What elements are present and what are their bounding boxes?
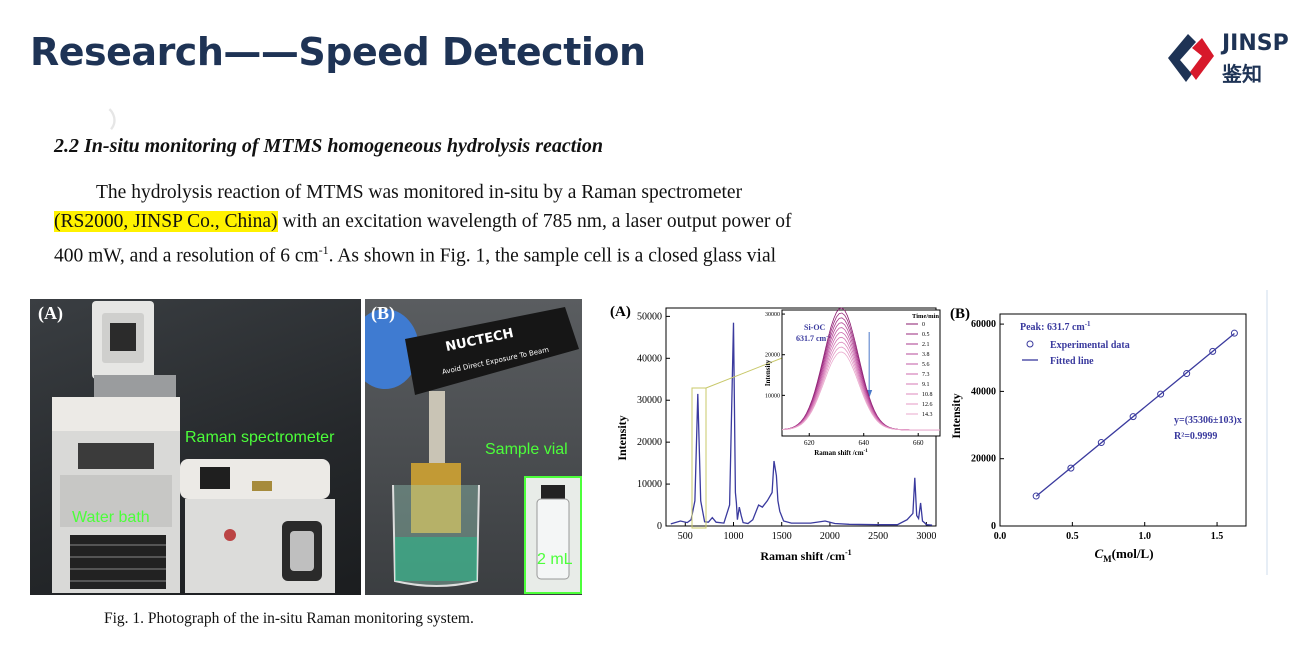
figure-caption: Fig. 1. Photograph of the in-situ Raman … (104, 610, 474, 627)
chart-a-ytick-label: 10000 (637, 479, 662, 490)
section-heading: 2.2 In-situ monitoring of MTMS homogeneo… (54, 135, 603, 157)
para-line-3a: 400 mW, and a resolution of 6 cm (54, 245, 319, 267)
chart-a-xtick-label: 1500 (772, 531, 792, 542)
inset-spectrum-curve (781, 351, 940, 431)
chart-b-ytick-label: 0 (991, 521, 996, 532)
chart-b-data-point (1097, 439, 1105, 447)
legend-experimental: Experimental data (1050, 340, 1130, 351)
chart-b-xtick-label: 1.0 (1138, 531, 1151, 542)
slide-title: Research——Speed Detection (30, 30, 646, 74)
panel-divider (1266, 290, 1268, 575)
chart-b-data-point (1209, 347, 1217, 355)
chart-b-axes: 0.0 0.5 1.0 1.5 0 20000 40000 60000 (971, 313, 1247, 542)
chart-b-data-point (1067, 464, 1075, 472)
inset-legend-item: 5.6 (922, 362, 930, 368)
body-paragraph: The hydrolysis reaction of MTMS was moni… (54, 178, 854, 271)
inset-legend-item: 3.8 (922, 352, 930, 358)
label-sample-vial: Sample vial (485, 441, 568, 458)
chart-a-xtick-label: 3000 (916, 531, 936, 542)
para-line-2: with an excitation wavelength of 785 nm,… (277, 211, 792, 232)
logo-text-cn: 鉴知 (1222, 62, 1262, 86)
photo-a-water-bath: (A) Raman spectrometer Water bath (30, 299, 361, 595)
inset-legend-item: 7.3 (922, 372, 930, 378)
legend-marker-experimental (1026, 340, 1034, 348)
inset-legend-item: 10.8 (922, 392, 933, 398)
chart-b-peak-label: Peak: 631.7 cm-1 (1020, 320, 1091, 333)
chart-a-ytick-label: 30000 (637, 395, 662, 406)
para-sup: -1 (318, 243, 329, 257)
label-water-bath: Water bath (72, 509, 150, 526)
inset-ytick-label: 30000 (765, 312, 780, 318)
chart-b-r2: R²=0.9999 (1174, 431, 1217, 442)
legend-fitted: Fitted line (1050, 356, 1094, 367)
chart-a-xtick-label: 1000 (724, 531, 744, 542)
inset-si-oc-label: Si-OC (804, 323, 826, 332)
photo-b-probe: (B) NUCTECH Avoid Direct Exposure To Bea… (365, 299, 582, 595)
chart-a-spectrum-line (670, 322, 933, 526)
photo-b-illustration (365, 307, 582, 594)
inset-legend-item: 9.1 (922, 382, 930, 388)
chart-b-frame (999, 313, 1247, 527)
logo-text-en: JINSP (1222, 31, 1289, 56)
jinsp-logo-icon (1168, 34, 1214, 82)
inset-legend-item: 14.3 (922, 412, 933, 418)
inset-legend-title: Time/min (912, 313, 939, 320)
chart-b-xtick-label: 0.0 (994, 531, 1007, 542)
chart-b-data-point (1183, 370, 1191, 378)
inset-xtick-label: 640 (858, 439, 869, 447)
inset-xlabel: Raman shift /cm-1 (814, 449, 868, 457)
chart-b-data-point (1157, 390, 1165, 398)
chart-b-data-point (1129, 413, 1137, 421)
inset-legend-item: 0 (922, 322, 925, 328)
chart-b-xlabel: CM(mol/L) (1094, 546, 1153, 564)
para-line-3b: . As shown in Fig. 1, the sample cell is… (328, 245, 777, 267)
chart-a-zoom-connector (705, 357, 783, 389)
chart-b-data-point (1230, 329, 1238, 337)
inset-legend-item: 2.1 (922, 342, 930, 348)
chart-a-ytick-label: 0 (657, 521, 662, 532)
chart-b-ytick-label: 20000 (971, 454, 996, 465)
highlighted-text: (RS2000, JINSP Co., China) (54, 211, 278, 232)
inset-legend-item: 12.6 (922, 402, 933, 408)
chart-a-xtick-label: 500 (678, 531, 693, 542)
chart-b-equation: y=(35306±103)x (1174, 415, 1242, 426)
chart-a-xtick-label: 2000 (820, 531, 840, 542)
chart-b-ytick-label: 60000 (971, 319, 996, 330)
chart-a-ylabel: Intensity (615, 415, 629, 460)
chart-b-ylabel: Intensity (949, 393, 963, 438)
inset-xtick-label: 660 (913, 439, 924, 447)
chart-a-tag: (A) (610, 304, 631, 320)
chart-a-ytick-label: 20000 (637, 437, 662, 448)
chart-b-xtick-label: 1.5 (1211, 531, 1224, 542)
label-raman-spectrometer: Raman spectrometer (185, 429, 335, 446)
chart-a-xtick-label: 2500 (868, 531, 888, 542)
jinsp-logo: JINSP 鉴知 (1162, 30, 1302, 88)
inset-ytick-label: 20000 (765, 353, 780, 359)
inset-ytick-label: 10000 (765, 393, 780, 399)
chart-a-ytick-label: 40000 (637, 353, 662, 364)
inset-xlabel-sup: -1 (864, 449, 869, 454)
chart-b-xtick-label: 0.5 (1066, 531, 1079, 542)
photo-b-tag: (B) (371, 303, 395, 323)
inset-ylabel: Intensity (764, 359, 772, 386)
chart-a-zoom-box (691, 387, 707, 529)
inset-peak-value: 631.7 cm-1 (796, 334, 831, 343)
chart-a-ytick-label: 50000 (637, 311, 662, 322)
photo-a-tag: (A) (38, 303, 63, 323)
inset-xtick-label: 620 (804, 439, 815, 447)
chart-a-xlabel: Raman shift /cm-1 (760, 548, 851, 563)
chart-b-points (1032, 329, 1238, 500)
chart-b-ytick-label: 40000 (971, 386, 996, 397)
inset-legend-item: 0.5 (922, 332, 930, 338)
label-2ml: 2 mL (537, 551, 573, 568)
calibration-chart: (B) 0.0 0.5 1.0 1.5 0 20000 40000 60000 Intensi… (949, 306, 1247, 564)
para-line-1: The hydrolysis reaction of MTMS was moni… (96, 182, 743, 203)
photo-a-illustration (52, 301, 335, 593)
chart-b-tag: (B) (950, 306, 970, 322)
chart-b-data-point (1032, 492, 1040, 500)
